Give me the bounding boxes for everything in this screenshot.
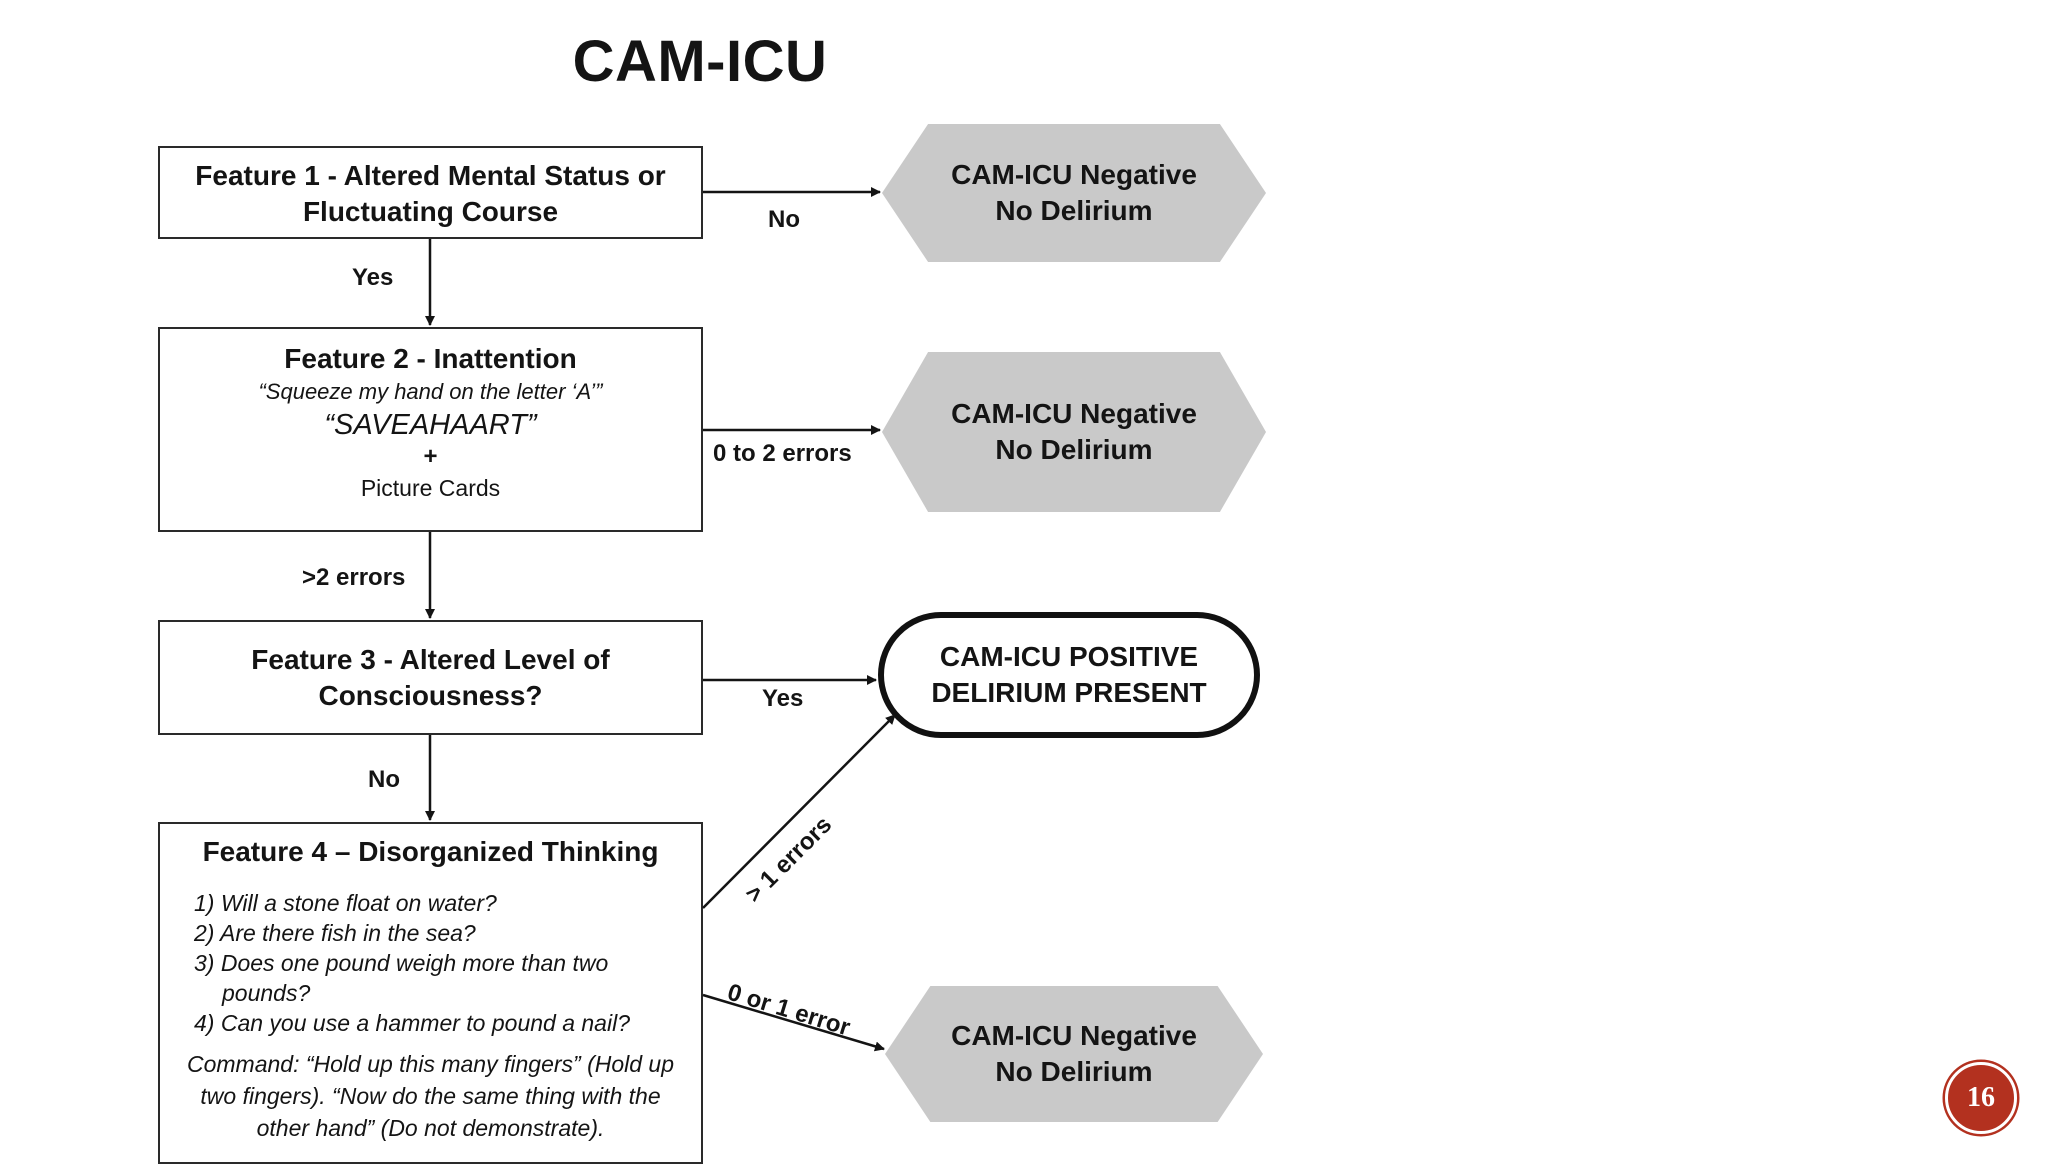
- label-f1-yes: Yes: [352, 264, 394, 291]
- outcome-negative-2-line2: No Delirium: [995, 434, 1153, 465]
- feature-4-command-3: other hand” (Do not demonstrate).: [256, 1115, 605, 1141]
- outcome-negative-1-line2: No Delirium: [995, 195, 1153, 226]
- feature-4-question-2: 2) Are there fish in the sea?: [194, 920, 476, 946]
- feature-1-line2: Fluctuating Course: [302, 196, 559, 227]
- outcome-negative-3-line2: No Delirium: [995, 1056, 1153, 1087]
- outcome-positive-line2: DELIRIUM PRESENT: [931, 677, 1207, 708]
- outcome-positive: CAM-ICU POSITIVE DELIRIUM PRESENT: [878, 612, 1260, 738]
- feature-1-line1: Feature 1 - Altered Mental Status or: [195, 160, 666, 191]
- arrow-f4-to-positive: [702, 714, 896, 909]
- outcome-negative-3: CAM-ICU Negative No Delirium: [885, 986, 1263, 1122]
- feature-2-word: “SAVEAHAART”: [324, 409, 537, 441]
- label-f3-no: No: [368, 766, 400, 793]
- outcome-negative-3-line1: CAM-ICU Negative: [951, 1020, 1197, 1051]
- feature-4-box: Feature 4 – Disorganized Thinking 1) Wil…: [158, 822, 703, 1164]
- label-f1-no: No: [768, 206, 800, 233]
- feature-4-question-3: 3) Does one pound weigh more than two: [194, 950, 609, 976]
- feature-3-box: Feature 3 - Altered Level of Consciousne…: [158, 620, 703, 735]
- label-f3-yes: Yes: [762, 685, 804, 712]
- feature-2-cards: Picture Cards: [360, 475, 501, 501]
- feature-4-command-1: Command: “Hold up this many fingers” (Ho…: [186, 1051, 675, 1077]
- slide-number: 16: [1967, 1082, 1995, 1113]
- feature-1-box: Feature 1 - Altered Mental Status or Flu…: [158, 146, 703, 239]
- outcome-negative-2: CAM-ICU Negative No Delirium: [882, 352, 1266, 512]
- feature-3-line1: Feature 3 - Altered Level of: [251, 644, 610, 675]
- outcome-negative-1-line1: CAM-ICU Negative: [951, 159, 1197, 190]
- slide-number-badge: 16: [1945, 1062, 2017, 1134]
- feature-4-question-1: 1) Will a stone float on water?: [194, 890, 497, 916]
- feature-4-question-3-cont: pounds?: [222, 980, 311, 1006]
- feature-4-command-2: two fingers). “Now do the same thing wit…: [200, 1083, 661, 1109]
- outcome-positive-line1: CAM-ICU POSITIVE: [939, 641, 1199, 672]
- label-f2-errors-high: >2 errors: [302, 564, 406, 591]
- outcome-negative-1: CAM-ICU Negative No Delirium: [882, 124, 1266, 262]
- feature-4-heading: Feature 4 – Disorganized Thinking: [202, 836, 659, 867]
- feature-3-line2: Consciousness?: [318, 680, 543, 711]
- label-f2-errors-low: 0 to 2 errors: [713, 440, 852, 467]
- feature-2-heading: Feature 2 - Inattention: [284, 343, 577, 374]
- page-title: CAM-ICU: [572, 29, 828, 94]
- feature-2-box: Feature 2 - Inattention “Squeeze my hand…: [158, 327, 703, 532]
- arrow-f4-to-negative: [702, 993, 885, 1052]
- feature-4-question-4: 4) Can you use a hammer to pound a nail?: [194, 1010, 630, 1036]
- feature-2-instruction: “Squeeze my hand on the letter ‘A’”: [258, 379, 603, 404]
- outcome-negative-2-line1: CAM-ICU Negative: [951, 398, 1197, 429]
- feature-2-plus: +: [423, 443, 438, 470]
